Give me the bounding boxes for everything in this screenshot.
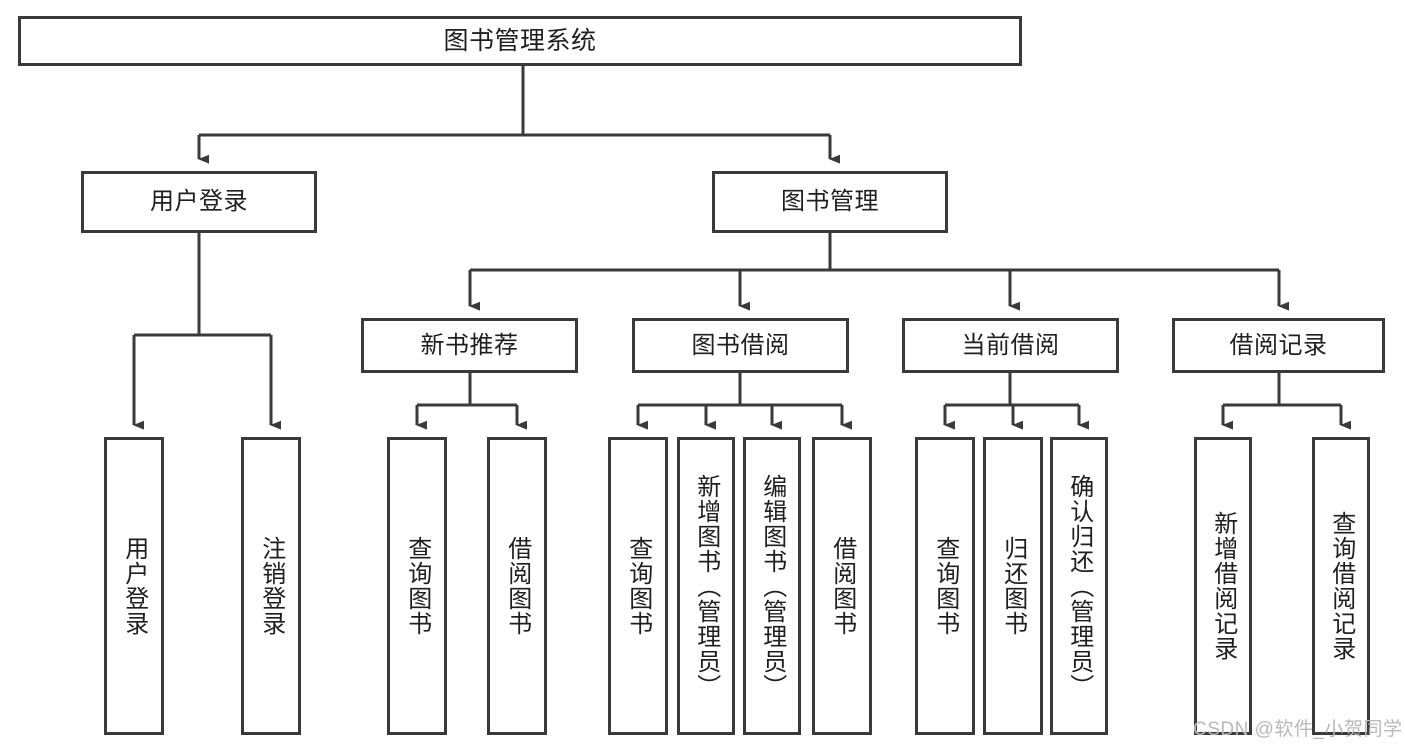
node-label-book-management: 图书管理 <box>781 188 879 216</box>
node-current-borrow[interactable]: 当前借阅 <box>902 318 1119 373</box>
node-label-leaf-return-book: 归还图书 <box>999 536 1027 636</box>
node-label-leaf-query-book-borrow: 查询图书 <box>624 536 652 636</box>
node-leaf-query-book-current[interactable]: 查询图书 <box>915 437 975 735</box>
node-label-leaf-query-book-recommend: 查询图书 <box>403 536 431 636</box>
node-book-borrow[interactable]: 图书借阅 <box>632 318 849 373</box>
node-book-management[interactable]: 图书管理 <box>712 171 948 233</box>
node-label-leaf-user-login: 用户登录 <box>120 536 148 636</box>
node-label-leaf-confirm-return: 确认归还（管理员） <box>1065 473 1093 699</box>
node-label-leaf-logout: 注销登录 <box>257 536 285 636</box>
node-label-new-book-recommend: 新书推荐 <box>420 331 519 359</box>
node-leaf-return-book[interactable]: 归还图书 <box>983 437 1043 735</box>
node-borrow-record[interactable]: 借阅记录 <box>1172 318 1385 373</box>
node-leaf-edit-book[interactable]: 编辑图书（管理员） <box>743 437 801 735</box>
node-label-leaf-query-borrow-record: 查询借阅记录 <box>1327 511 1355 661</box>
node-label-leaf-edit-book: 编辑图书（管理员） <box>758 473 786 699</box>
node-label-leaf-query-book-current: 查询图书 <box>931 536 959 636</box>
node-leaf-logout[interactable]: 注销登录 <box>241 437 301 735</box>
node-new-book-recommend[interactable]: 新书推荐 <box>361 318 578 373</box>
node-label-user-login: 用户登录 <box>150 188 248 216</box>
node-leaf-query-borrow-record[interactable]: 查询借阅记录 <box>1312 437 1370 735</box>
node-label-book-borrow: 图书借阅 <box>691 331 790 359</box>
node-label-leaf-borrow-book-recommend: 借阅图书 <box>503 536 531 636</box>
node-label-leaf-borrow-book: 借阅图书 <box>828 536 856 636</box>
node-leaf-confirm-return[interactable]: 确认归还（管理员） <box>1050 437 1108 735</box>
node-label-borrow-record: 借阅记录 <box>1229 331 1328 359</box>
node-label-leaf-add-book: 新增图书（管理员） <box>692 473 720 699</box>
node-label-leaf-add-borrow-record: 新增借阅记录 <box>1209 511 1237 661</box>
node-leaf-query-book-borrow[interactable]: 查询图书 <box>608 437 668 735</box>
node-leaf-user-login[interactable]: 用户登录 <box>104 437 164 735</box>
node-leaf-add-borrow-record[interactable]: 新增借阅记录 <box>1194 437 1252 735</box>
node-label-root: 图书管理系统 <box>443 26 597 55</box>
node-leaf-query-book-recommend[interactable]: 查询图书 <box>387 437 447 735</box>
node-leaf-borrow-book[interactable]: 借阅图书 <box>812 437 872 735</box>
node-label-current-borrow: 当前借阅 <box>961 331 1060 359</box>
node-root[interactable]: 图书管理系统 <box>18 16 1022 66</box>
node-leaf-borrow-book-recommend[interactable]: 借阅图书 <box>487 437 547 735</box>
node-user-login[interactable]: 用户登录 <box>81 171 317 233</box>
node-leaf-add-book[interactable]: 新增图书（管理员） <box>677 437 735 735</box>
